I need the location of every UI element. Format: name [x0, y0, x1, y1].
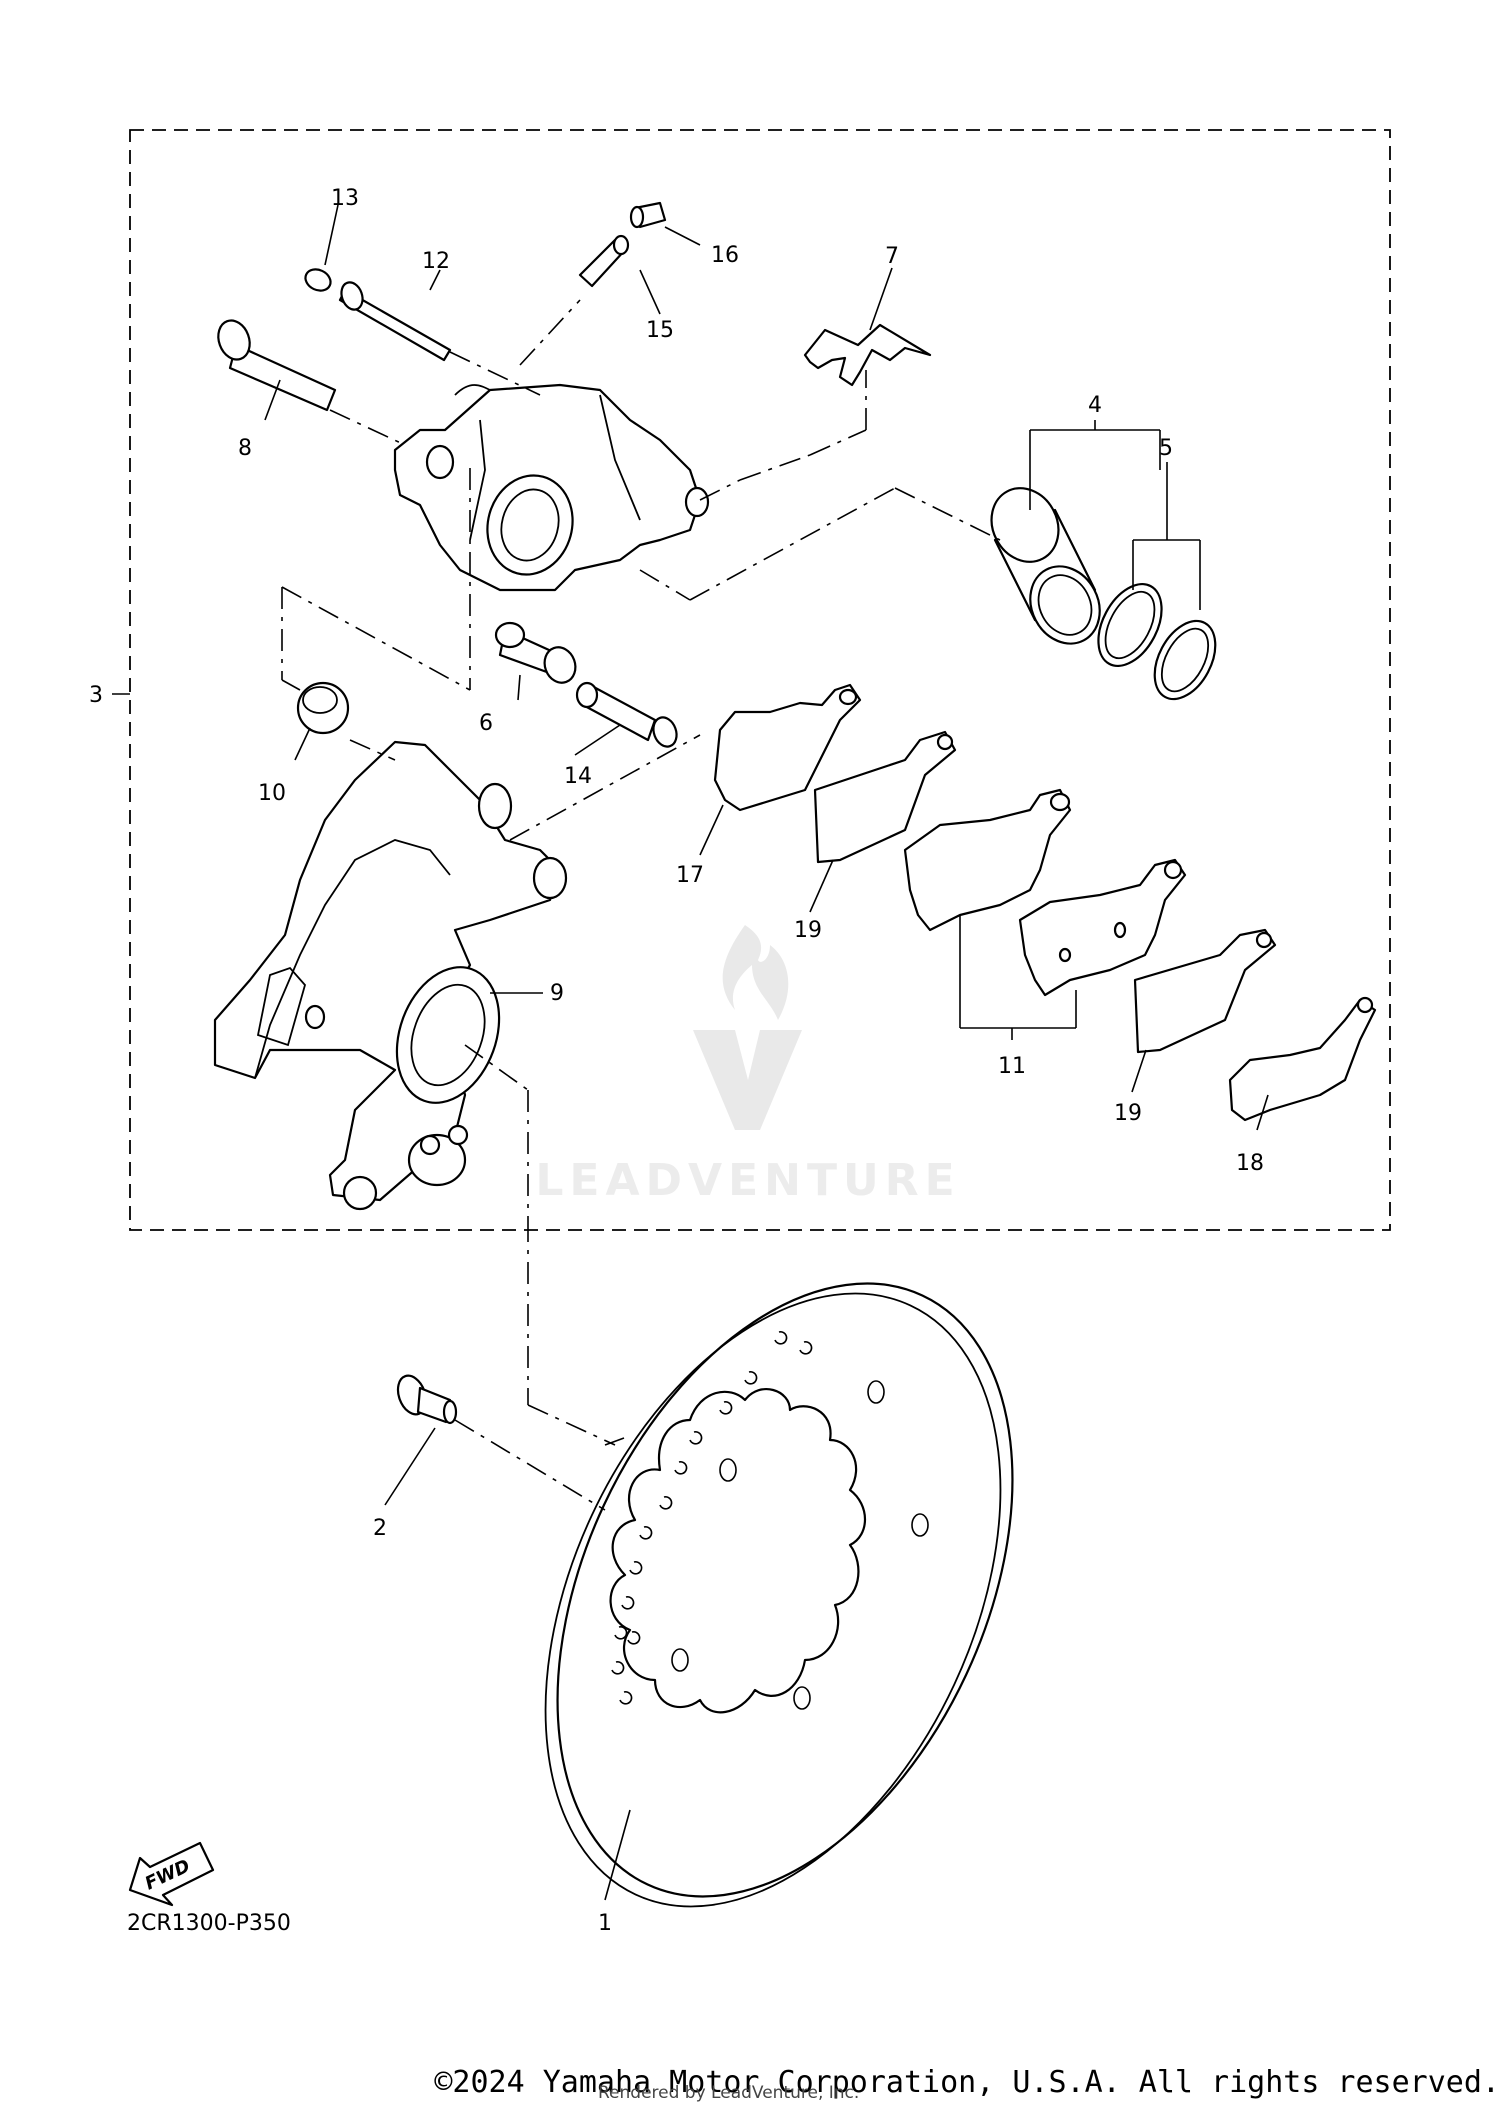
callout-19-lower: 19 — [1114, 1101, 1142, 1126]
leader-lines — [264, 204, 1269, 1901]
pad-guide-pin — [575, 681, 678, 748]
callout-2: 2 — [373, 1516, 387, 1541]
pad-pin — [338, 281, 452, 362]
slide-bolt — [494, 621, 577, 684]
pin-plug — [304, 268, 332, 292]
fwd-arrow-icon: FWD — [128, 1841, 215, 1907]
brake-pad-rear — [1018, 858, 1187, 997]
brake-pad-front — [903, 788, 1072, 932]
caliper-body — [393, 383, 710, 592]
pad-shim-outer — [1228, 996, 1377, 1122]
brake-disc — [544, 1282, 1014, 1908]
pad-spring — [803, 323, 932, 387]
callout-5: 5 — [1159, 436, 1173, 461]
callout-18: 18 — [1236, 1151, 1264, 1176]
callout-15: 15 — [646, 318, 674, 343]
piston — [990, 487, 1101, 645]
caliper-assembly-box — [129, 129, 1391, 1231]
callout-7: 7 — [885, 244, 899, 269]
callout-4: 4 — [1088, 393, 1102, 418]
bleed-cap — [629, 201, 667, 229]
callout-labels: 1 2 3 4 5 6 7 8 9 10 11 12 13 14 15 16 1… — [89, 186, 1264, 1936]
callout-8: 8 — [238, 436, 252, 461]
copyright-text: ©2024 Yamaha Motor Corporation, U.S.A. A… — [434, 2065, 1500, 2100]
pad-shim-inner — [713, 683, 862, 812]
piston-seal — [1097, 583, 1163, 667]
callout-13: 13 — [331, 186, 359, 211]
diagram-code: 2CR1300-P350 — [127, 1911, 291, 1936]
callout-11: 11 — [998, 1054, 1026, 1079]
callout-14: 14 — [564, 764, 592, 789]
watermark-text: LEADVENTURE — [535, 1155, 960, 1206]
pad-insulator-b — [1133, 928, 1277, 1054]
bleed-screw — [578, 234, 630, 288]
slide-pin — [217, 319, 337, 412]
callout-17: 17 — [676, 863, 704, 888]
leadventure-watermark: LEADVENTURE — [535, 925, 960, 1206]
pad-insulator-a — [813, 730, 957, 864]
callout-3: 3 — [89, 683, 103, 708]
disc-bolt — [396, 1374, 458, 1425]
callout-1: 1 — [598, 1911, 612, 1936]
dust-seal — [1153, 619, 1217, 701]
caliper-bracket — [213, 740, 568, 1211]
callout-16: 16 — [711, 243, 739, 268]
rendered-by-text: Rendered by LeadVenture, Inc. — [598, 2083, 860, 2103]
boot — [296, 681, 350, 735]
callout-9: 9 — [550, 981, 564, 1006]
callout-12: 12 — [422, 249, 450, 274]
callout-10: 10 — [258, 781, 286, 806]
callout-19-upper: 19 — [794, 918, 822, 943]
callout-6: 6 — [479, 711, 493, 736]
